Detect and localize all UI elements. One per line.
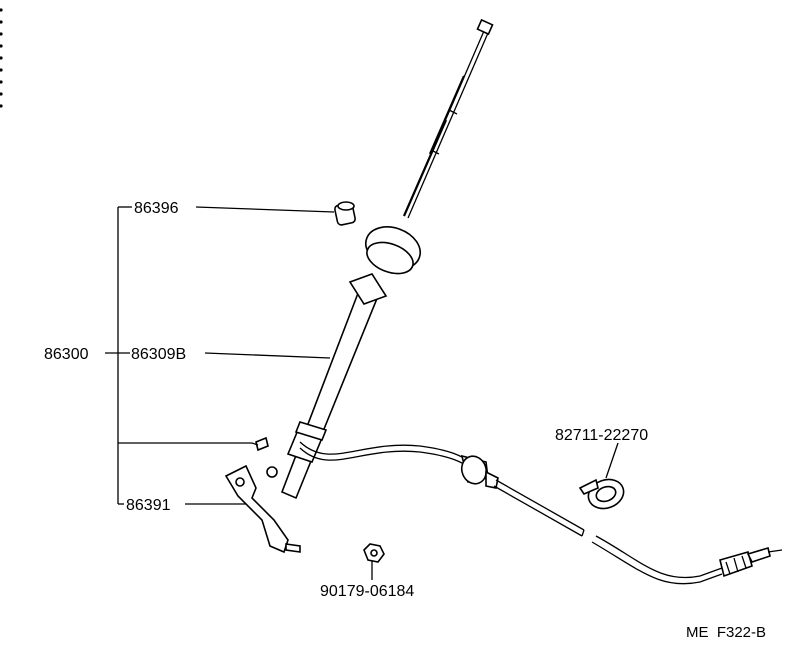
group-bracket-86300 (105, 206, 252, 505)
label-86396: 86396 (134, 200, 179, 217)
antenna-housing (266, 226, 421, 500)
part-screw (251, 436, 269, 452)
part-90179-nut (363, 543, 385, 563)
part-82711-clamp (578, 478, 625, 510)
label-82711-22270: 82711-22270 (555, 427, 648, 444)
antenna-mast (402, 18, 494, 219)
label-86309b: 86309B (131, 346, 186, 363)
label-86300: 86300 (44, 346, 89, 363)
coax-cable (299, 441, 783, 585)
label-86391: 86391 (126, 497, 171, 514)
diagram-code: ME F322-B (686, 624, 766, 641)
label-90179-06184: 90179-06184 (320, 583, 414, 600)
edge-perforation (0, 8, 3, 108)
part-86396-cap (334, 201, 356, 226)
leader-lines (185, 206, 619, 580)
part-86391-bracket (224, 464, 301, 554)
